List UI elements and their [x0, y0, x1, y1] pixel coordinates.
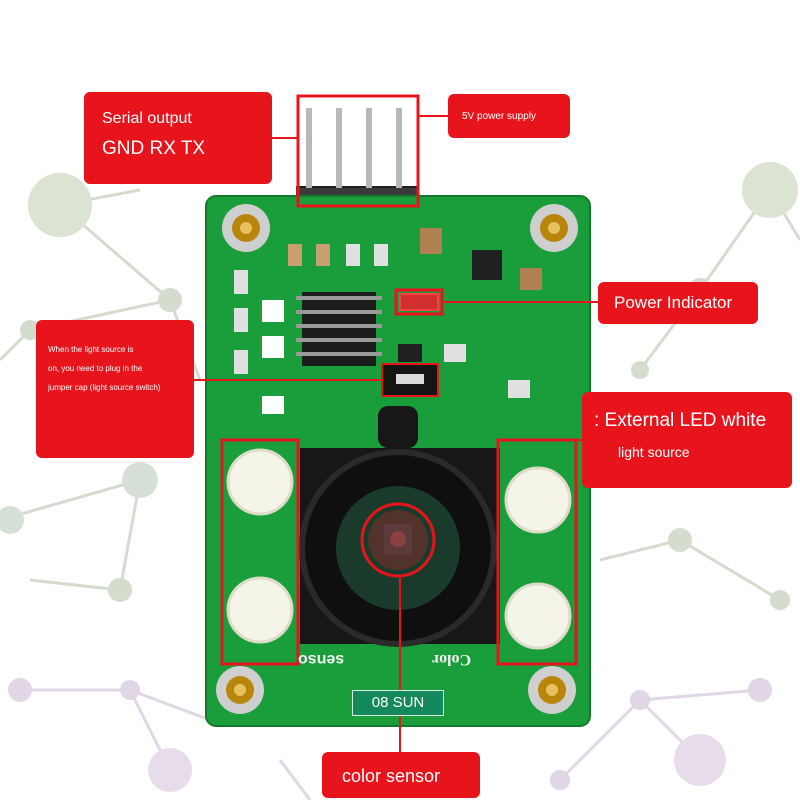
serial-output-pins: GND RX TX [102, 138, 206, 159]
power-led [399, 293, 439, 311]
led-icon [226, 448, 572, 650]
callout-lines [194, 115, 598, 752]
jumper-note-line1: When the light source is [48, 345, 134, 354]
jumper-note-line2: on, you need to plug in the [48, 364, 143, 373]
jumper-note-line3: jumper cap (light source switch) [48, 383, 161, 392]
callout-serial-output: Serial output GND RX TX [84, 92, 272, 184]
smd-components [234, 228, 542, 414]
model-label: 08 SUN [352, 690, 444, 716]
serial-output-title: Serial output [102, 110, 192, 127]
silkscreen-color: Color [432, 651, 472, 668]
header-pin-icon [296, 108, 418, 208]
external-led-title: : External LED white [594, 410, 767, 431]
callout-power-indicator: Power Indicator [598, 282, 758, 324]
callout-power-supply: 5V power supply [448, 94, 570, 138]
molecule-nodes [0, 162, 798, 792]
callout-color-sensor: color sensor [322, 752, 480, 798]
highlight-boxes [220, 94, 578, 666]
external-led-subtitle: light source [618, 444, 690, 460]
callout-external-led: : External LED white light source [582, 392, 792, 488]
callout-jumper-note: When the light source is on, you need to… [36, 320, 194, 458]
mounting-hole-icon [216, 204, 578, 714]
chip-icon [296, 292, 382, 366]
silkscreen-senso: senso [298, 651, 345, 668]
